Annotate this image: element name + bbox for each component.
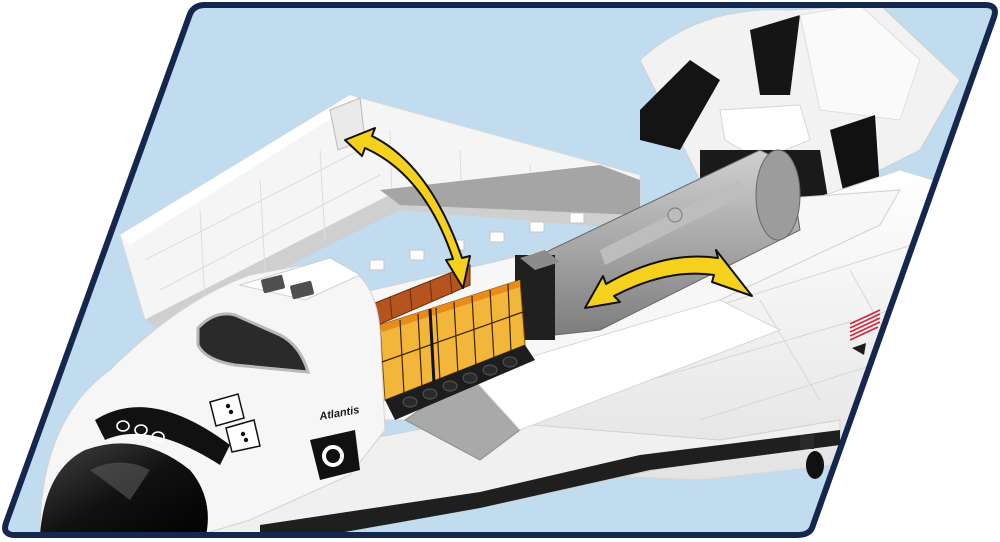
forward-windows (116, 420, 165, 443)
shuttle-model: Atlantis (39, 5, 995, 535)
flag-decal (849, 309, 881, 355)
payload-door-arrow-icon (344, 127, 471, 289)
forward-window-band (95, 407, 230, 465)
payload-rotate-arrow-icon (584, 249, 753, 309)
shuttle-fuselage-front: Atlantis (39, 257, 386, 535)
roof-window-2 (290, 280, 314, 300)
payload-door-left (119, 94, 641, 330)
hatch-dots (225, 403, 249, 443)
belly-black-edge (260, 430, 840, 535)
landing-gear (800, 435, 824, 479)
cockpit-windshield (196, 312, 311, 374)
bay-floor-studs (385, 345, 535, 420)
roof-window-1 (261, 274, 285, 294)
